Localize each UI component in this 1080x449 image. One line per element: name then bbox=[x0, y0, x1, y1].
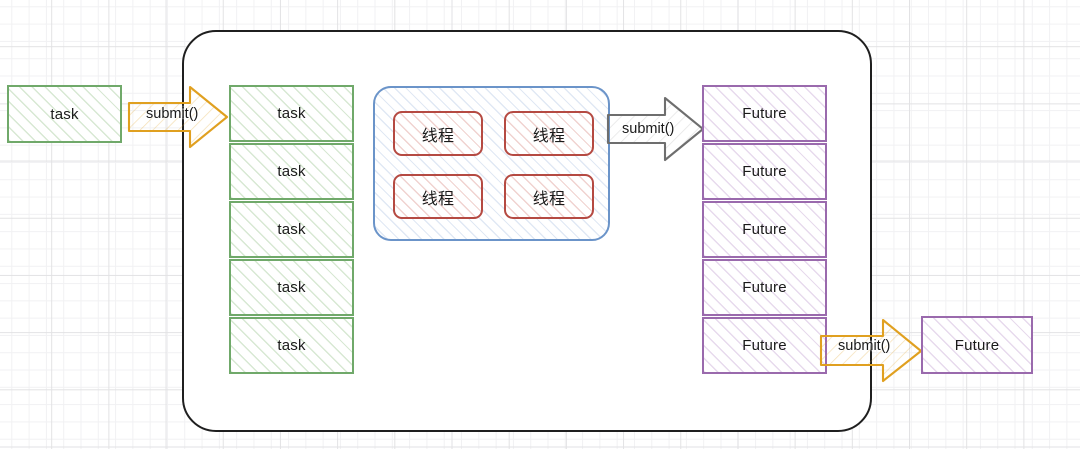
future-queue-item-5[interactable]: Future bbox=[702, 317, 827, 374]
task-queue-item-5[interactable]: task bbox=[229, 317, 354, 374]
arrow-submit-in-label: submit() bbox=[146, 106, 199, 122]
thread-label: 线程 bbox=[532, 125, 566, 145]
task-label: task bbox=[277, 337, 306, 354]
task-queue-item-4[interactable]: task bbox=[229, 259, 354, 316]
future-label: Future bbox=[742, 105, 787, 122]
worker-thread-pool: 线程 线程 线程 线程 bbox=[373, 86, 610, 241]
future-queue-item-4[interactable]: Future bbox=[702, 259, 827, 316]
task-label: task bbox=[277, 163, 306, 180]
arrow-submit-out-label: submit() bbox=[838, 338, 891, 354]
task-queue-item-1[interactable]: task bbox=[229, 85, 354, 142]
output-future-box[interactable]: Future bbox=[921, 316, 1033, 374]
future-label: Future bbox=[742, 163, 787, 180]
future-queue-item-1[interactable]: Future bbox=[702, 85, 827, 142]
future-queue-item-3[interactable]: Future bbox=[702, 201, 827, 258]
output-future-label: Future bbox=[954, 336, 1000, 354]
task-queue-item-2[interactable]: task bbox=[229, 143, 354, 200]
future-label: Future bbox=[742, 337, 787, 354]
arrow-submit-middle-label: submit() bbox=[622, 121, 675, 137]
thread-label: 线程 bbox=[532, 188, 566, 208]
task-queue-item-3[interactable]: task bbox=[229, 201, 354, 258]
arrow-submit-middle bbox=[606, 96, 705, 162]
future-label: Future bbox=[742, 221, 787, 238]
thread-box-4[interactable]: 线程 bbox=[504, 174, 594, 219]
arrow-submit-in bbox=[127, 85, 229, 149]
arrow-submit-out bbox=[819, 318, 923, 383]
task-label: task bbox=[277, 279, 306, 296]
future-queue-item-2[interactable]: Future bbox=[702, 143, 827, 200]
input-task-label: task bbox=[50, 105, 79, 123]
task-label: task bbox=[277, 105, 306, 122]
task-label: task bbox=[277, 221, 306, 238]
input-task-box[interactable]: task bbox=[7, 85, 122, 143]
thread-label: 线程 bbox=[421, 188, 455, 208]
thread-box-3[interactable]: 线程 bbox=[393, 174, 483, 219]
thread-label: 线程 bbox=[421, 125, 455, 145]
future-label: Future bbox=[742, 279, 787, 296]
thread-box-2[interactable]: 线程 bbox=[504, 111, 594, 156]
thread-box-1[interactable]: 线程 bbox=[393, 111, 483, 156]
